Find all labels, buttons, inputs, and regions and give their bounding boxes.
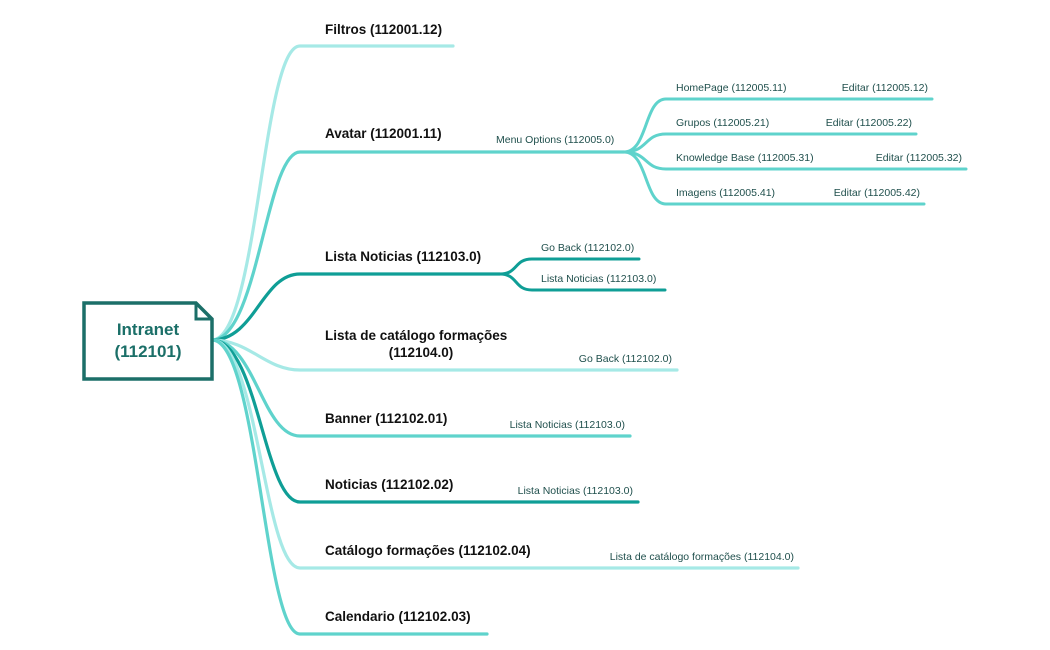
connector-lista-catalogo [210, 338, 679, 372]
node-lista-catalogo-line1[interactable]: Lista de catálogo formações [325, 328, 507, 343]
node-calendario[interactable]: Calendario (112102.03) [325, 609, 471, 624]
connector-filtros [210, 44, 455, 342]
node-grupos-editar[interactable]: Editar (112005.22) [826, 117, 912, 129]
connector-imagens [622, 150, 926, 206]
lista-noticias-subtree-connectors [498, 257, 667, 292]
node-knowledge-base-editar[interactable]: Editar (112005.32) [876, 152, 962, 164]
root-node-box [82, 301, 214, 381]
node-go-back-2[interactable]: Go Back (112102.0) [579, 353, 672, 365]
node-homepage[interactable]: HomePage (112005.11) [676, 82, 787, 94]
root-connectors [210, 44, 800, 636]
node-lista-noticias-child[interactable]: Lista Noticias (112103.0) [541, 273, 656, 285]
connector-calendario [210, 338, 489, 636]
node-noticias-child[interactable]: Lista Noticias (112103.0) [518, 485, 633, 497]
connector-catalogo [210, 338, 800, 570]
node-banner-child[interactable]: Lista Noticias (112103.0) [510, 419, 625, 431]
node-knowledge-base[interactable]: Knowledge Base (112005.31) [676, 152, 814, 164]
root-node[interactable]: Intranet (112101) [82, 301, 214, 381]
connector-lista-noticias [210, 272, 502, 342]
root-title: Intranet [117, 320, 180, 339]
node-avatar[interactable]: Avatar (112001.11) [325, 126, 442, 141]
node-imagens-editar[interactable]: Editar (112005.42) [834, 187, 920, 199]
node-catalogo-child[interactable]: Lista de catálogo formações (112104.0) [610, 551, 794, 563]
node-banner[interactable]: Banner (112102.01) [325, 411, 447, 426]
root-id: (112101) [114, 342, 181, 361]
node-lista-noticias[interactable]: Lista Noticias (112103.0) [325, 249, 481, 264]
avatar-subtree-connectors [622, 97, 968, 206]
node-homepage-editar[interactable]: Editar (112005.12) [842, 82, 928, 94]
connector-lista-noticias-child [498, 272, 667, 292]
node-imagens[interactable]: Imagens (112005.41) [676, 187, 775, 199]
node-grupos[interactable]: Grupos (112005.21) [676, 117, 769, 129]
connector-noticias [210, 338, 640, 504]
connector-grupos [622, 132, 918, 154]
folded-corner-icon [194, 303, 212, 321]
node-noticias[interactable]: Noticias (112102.02) [325, 477, 453, 492]
node-filtros[interactable]: Filtros (112001.12) [325, 22, 442, 37]
connector-go-back-1 [498, 257, 641, 276]
node-lista-catalogo-line2[interactable]: (112104.0) [389, 345, 454, 360]
node-go-back-1[interactable]: Go Back (112102.0) [541, 242, 634, 254]
node-menu-options[interactable]: Menu Options (112005.0) [496, 134, 614, 146]
node-catalogo[interactable]: Catálogo formações (112102.04) [325, 543, 531, 558]
connector-avatar [210, 150, 626, 342]
